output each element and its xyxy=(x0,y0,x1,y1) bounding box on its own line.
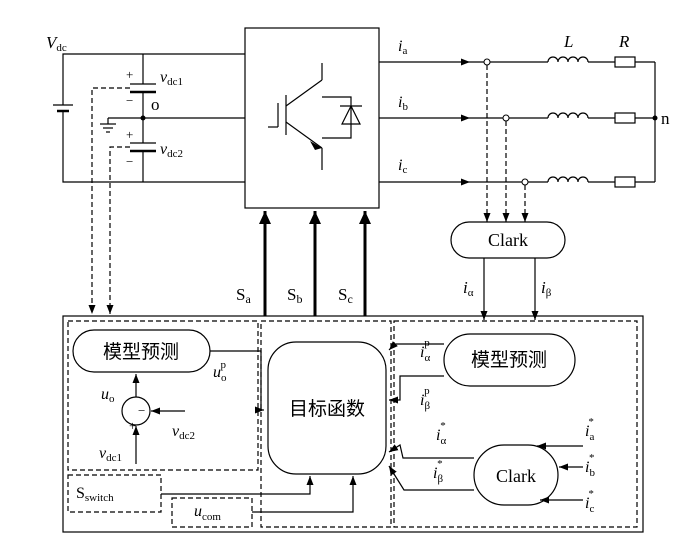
inverter-block xyxy=(244,27,380,209)
vdc1-label: vdc1 xyxy=(160,69,183,88)
ia-label: ia xyxy=(398,38,407,57)
phase-lines xyxy=(379,56,656,188)
vdc2-label: vdc2 xyxy=(160,141,183,160)
i-alpha-label: iα xyxy=(463,278,474,299)
diode-triangle xyxy=(341,104,361,125)
vdc-label: Vdc xyxy=(46,33,67,54)
ialpha-p-label: iαp xyxy=(420,337,430,364)
dc-source xyxy=(53,53,245,183)
midpoint-label: o xyxy=(151,95,160,114)
ia-star-label: ia* xyxy=(585,416,594,443)
cap1-plus: + xyxy=(126,67,133,82)
ibeta-p-line xyxy=(389,375,444,404)
clark-block-top xyxy=(450,221,566,259)
u-com-label: ucom xyxy=(194,503,221,523)
ibeta-p-label: iβp xyxy=(420,385,430,412)
clark-output-arrows xyxy=(480,258,539,320)
tap-c xyxy=(521,178,529,186)
ialpha-star-line xyxy=(388,444,474,459)
clark-bottom-label: Clark xyxy=(496,466,536,486)
uo-label: uo xyxy=(101,386,115,405)
sc-label: Sc xyxy=(338,285,353,306)
cap2-minus: − xyxy=(126,154,133,169)
clark-block-bottom xyxy=(473,444,559,506)
tap-a xyxy=(483,58,491,66)
inductor-label: L xyxy=(563,32,573,51)
i-beta-label: iβ xyxy=(541,278,552,299)
resistor-label: R xyxy=(618,32,630,51)
clark-input-lines xyxy=(483,65,529,222)
sb-label: Sb xyxy=(287,285,302,306)
clark-top-label: Clark xyxy=(488,230,528,250)
s-switch-label: Sswitch xyxy=(76,485,114,504)
ib-label: ib xyxy=(398,94,408,113)
ialpha-p-line xyxy=(388,341,444,351)
voltage-sense-lines xyxy=(88,87,130,314)
ic-label: ic xyxy=(398,157,407,176)
sum-minus: − xyxy=(138,403,145,418)
neutral-node xyxy=(652,115,658,121)
sa-label: Sa xyxy=(236,285,251,306)
model-pred-right-block xyxy=(443,333,576,387)
s-switch-line xyxy=(161,476,314,495)
igbt-emitter-arrow xyxy=(310,141,322,150)
uo-p-label: uop xyxy=(213,359,227,384)
midpoint-node xyxy=(140,115,146,121)
ialpha-star-label: iα* xyxy=(436,420,446,447)
model-pred-right-label: 模型预测 xyxy=(471,349,547,371)
ib-star-label: ib* xyxy=(585,452,595,479)
objective-function-block xyxy=(267,341,387,475)
igbt-symbol xyxy=(268,63,362,170)
uo-p-line xyxy=(210,350,262,410)
reference-current-arrows xyxy=(537,442,583,504)
cap2-plus: + xyxy=(126,127,133,142)
ic-star-label: ic* xyxy=(585,488,594,515)
cap1-minus: − xyxy=(126,93,133,108)
model-pred-left-label: 模型预测 xyxy=(103,341,179,363)
objective-function-label: 目标函数 xyxy=(289,398,365,420)
neutral-label: n xyxy=(661,109,670,128)
ibeta-star-label: iβ* xyxy=(433,458,443,485)
vdc2-left-label: vdc2 xyxy=(172,423,195,442)
u-com-line xyxy=(252,476,357,513)
ibeta-star-line xyxy=(388,465,474,491)
vdc1-left-label: vdc1 xyxy=(99,445,122,464)
controller-dashed-regions xyxy=(67,320,638,528)
controller-outer-box xyxy=(62,315,644,533)
sum-plus: + xyxy=(129,418,136,433)
tap-b xyxy=(502,114,510,122)
switching-signal-arrows xyxy=(259,211,371,316)
